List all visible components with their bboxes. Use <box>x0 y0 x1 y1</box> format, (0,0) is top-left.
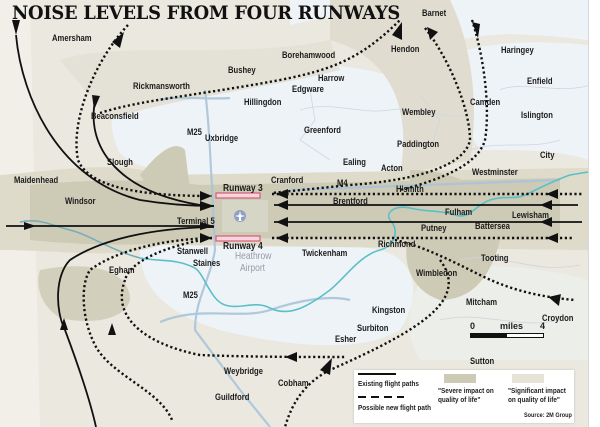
legend-significant-swatch <box>512 374 544 383</box>
scale-start: 0 <box>470 321 476 331</box>
place-label: Staines <box>193 258 221 268</box>
place-label: Bushey <box>228 65 256 75</box>
place-label: Amersham <box>52 33 92 43</box>
airplane-icon <box>234 210 246 222</box>
place-label: Paddington <box>397 139 440 149</box>
place-label: Harrow <box>318 73 345 83</box>
place-label: Brentford <box>333 196 368 206</box>
place-label: Cobham <box>278 378 309 388</box>
place-label: Greenford <box>304 125 341 135</box>
place-label: Wembley <box>402 107 436 117</box>
solid-arrowheads <box>12 20 552 330</box>
place-label: Croydon <box>542 313 574 323</box>
place-label: Haringey <box>501 45 534 55</box>
legend-possible: Possible new flight path <box>358 403 431 412</box>
place-label: Borehamwood <box>282 50 336 60</box>
runway-3-label: Runway 3 <box>223 183 263 194</box>
legend-dashed-line <box>358 396 404 398</box>
possible-flight-paths <box>75 19 582 427</box>
place-label: Fulham <box>445 207 473 217</box>
place-label: Camden <box>470 97 501 107</box>
place-label: Hillingdon <box>244 97 282 107</box>
place-label: Mitcham <box>466 297 498 307</box>
airport-name-line1: Heathrow <box>235 251 272 262</box>
place-label: Stanwell <box>177 246 209 256</box>
light-area-south <box>140 240 414 346</box>
legend-existing: Existing flight paths <box>358 379 419 388</box>
place-label: Egham <box>109 265 135 275</box>
place-label: M25 <box>187 127 202 137</box>
right-margin <box>588 0 600 427</box>
place-label: Kingston <box>372 305 406 315</box>
place-label: Esher <box>335 334 357 344</box>
map-title: NOISE LEVELS FROM FOUR RUNWAYS <box>12 2 401 24</box>
place-label: Terminal 5 <box>177 216 215 226</box>
place-label: Uxbridge <box>205 133 239 143</box>
place-label: Surbiton <box>357 323 389 333</box>
place-label: Sutton <box>470 356 495 366</box>
place-label: Richmond <box>378 239 416 249</box>
runway-4-label: Runway 4 <box>223 241 263 252</box>
place-label: City <box>540 150 555 160</box>
place-label: Westminster <box>472 167 518 177</box>
legend: Existing flight paths Possible new fligh… <box>354 370 574 423</box>
river-thames <box>19 171 589 313</box>
scale-unit: miles <box>500 321 524 331</box>
place-label: Twickenham <box>302 248 348 258</box>
runway-3 <box>215 192 261 199</box>
place-label: M25 <box>183 290 198 300</box>
place-label: Windsor <box>65 196 96 206</box>
place-label: Lewisham <box>512 210 549 220</box>
place-label: Hendon <box>391 44 420 54</box>
airport-name-line2: Airport <box>240 263 266 274</box>
place-label: Cranford <box>271 175 304 185</box>
place-label: Rickmansworth <box>133 81 190 91</box>
runway-4 <box>215 235 261 242</box>
legend-significant: "Significant impact on quality of life" <box>508 386 566 404</box>
scale-end: 4 <box>540 321 546 331</box>
place-label: Beaconsfield <box>91 111 139 121</box>
place-label: Weybridge <box>224 366 263 376</box>
place-label: H'smith <box>396 184 424 194</box>
place-label: Slough <box>107 157 133 167</box>
legend-source: Source: 2M Group <box>524 412 572 419</box>
place-label: Ealing <box>343 157 366 167</box>
place-label: Barnet <box>422 8 447 18</box>
place-label: Wimbledon <box>416 268 458 278</box>
existing-flight-paths <box>6 34 582 427</box>
place-label: Enfield <box>527 76 553 86</box>
scale-bar-line <box>470 333 544 338</box>
legend-severe-swatch <box>444 374 476 383</box>
place-label: Putney <box>421 223 447 233</box>
place-label: Tooting <box>481 253 509 263</box>
place-label: Maidenhead <box>14 175 59 185</box>
legend-solid-line <box>358 373 396 375</box>
legend-severe: "Severe impact on quality of life" <box>438 386 494 404</box>
place-label: Edgware <box>292 84 324 94</box>
place-label: Acton <box>381 163 403 173</box>
place-label: Guildford <box>215 392 250 402</box>
place-label: Islington <box>521 110 553 120</box>
dotted-arrowheads <box>108 22 561 375</box>
place-label: M4 <box>337 178 348 188</box>
place-label: Battersea <box>475 221 510 231</box>
